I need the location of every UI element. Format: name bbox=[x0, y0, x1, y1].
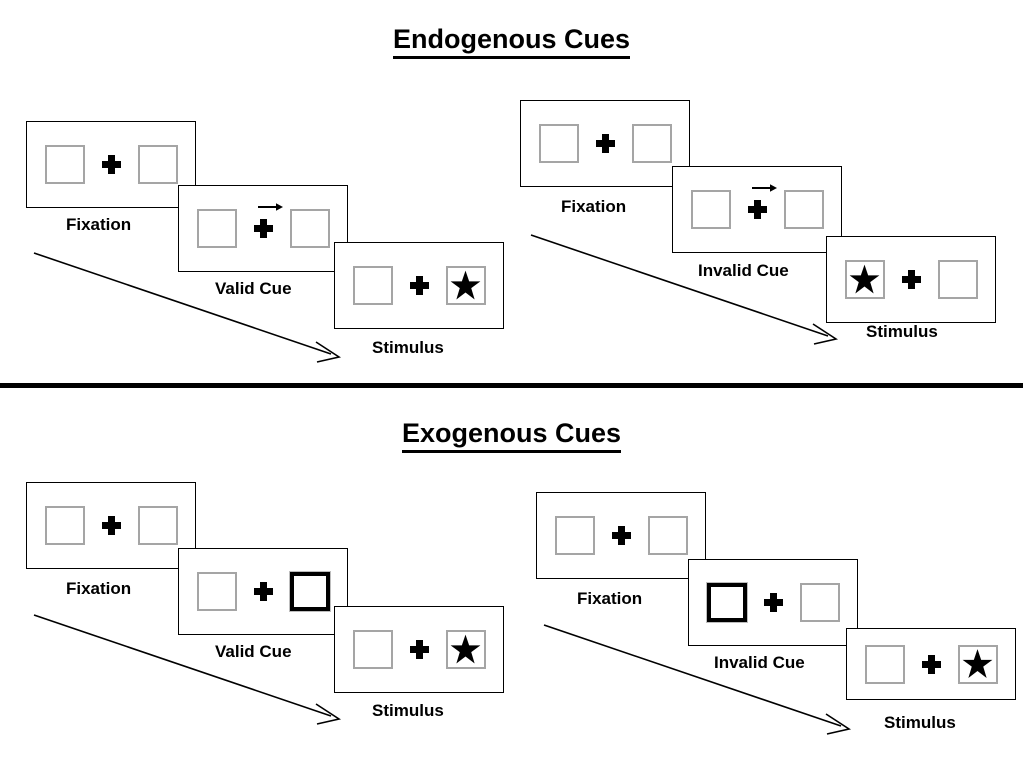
right-target-box-cued[interactable] bbox=[288, 571, 331, 612]
center-cue-holder bbox=[921, 654, 941, 674]
caption-exogenous-valid-fixation: Fixation bbox=[66, 579, 132, 598]
right-target-box[interactable] bbox=[783, 190, 824, 229]
center-cue-holder bbox=[595, 134, 615, 153]
center-cue-holder bbox=[253, 203, 283, 238]
center-cue-holder bbox=[901, 270, 921, 289]
star-stimulus-icon bbox=[962, 649, 993, 678]
right-target-box[interactable] bbox=[445, 266, 486, 305]
left-target-box[interactable] bbox=[538, 124, 579, 163]
star-stimulus-icon bbox=[450, 270, 481, 300]
panel-endogenous-valid-fixation[interactable] bbox=[26, 121, 196, 208]
caption-endogenous-invalid-stimulus: Stimulus bbox=[866, 322, 938, 341]
caption-exogenous-valid-cue: Valid Cue bbox=[215, 642, 292, 661]
panel-content bbox=[196, 571, 331, 612]
right-target-box[interactable] bbox=[445, 630, 486, 669]
left-target-box[interactable] bbox=[352, 630, 393, 669]
panel-content bbox=[864, 644, 998, 684]
panel-content bbox=[844, 260, 978, 299]
left-target-box[interactable] bbox=[690, 190, 731, 229]
caption-exogenous-valid-stimulus: Stimulus bbox=[372, 701, 444, 720]
panel-content bbox=[538, 124, 672, 163]
panel-exogenous-valid-stimulus[interactable] bbox=[334, 606, 504, 693]
panel-exogenous-invalid-fixation[interactable] bbox=[536, 492, 706, 579]
right-target-box[interactable] bbox=[289, 209, 330, 248]
center-cue-holder bbox=[101, 516, 121, 535]
panel-content bbox=[352, 630, 486, 669]
left-target-box[interactable] bbox=[196, 572, 237, 611]
caption-endogenous-valid-cue: Valid Cue bbox=[215, 279, 292, 298]
fixation-cross-icon bbox=[409, 276, 429, 295]
panel-endogenous-invalid-fixation[interactable] bbox=[520, 100, 690, 187]
panel-exogenous-valid-fixation[interactable] bbox=[26, 482, 196, 569]
panel-content bbox=[690, 184, 824, 229]
left-target-box[interactable] bbox=[864, 644, 905, 684]
right-target-box[interactable] bbox=[631, 124, 672, 163]
panel-endogenous-valid-stimulus[interactable] bbox=[334, 242, 504, 329]
page-title-endogenous: Endogenous Cues bbox=[0, 24, 1023, 59]
section-divider bbox=[0, 383, 1023, 388]
fixation-cross-icon bbox=[611, 526, 631, 545]
panel-exogenous-valid-cue[interactable] bbox=[178, 548, 348, 635]
cue-arrow-right-icon bbox=[751, 184, 777, 192]
panel-endogenous-valid-cue[interactable] bbox=[178, 185, 348, 272]
left-target-box[interactable] bbox=[554, 516, 595, 555]
right-target-box[interactable] bbox=[137, 506, 178, 545]
fixation-cross-icon bbox=[595, 134, 615, 153]
fixation-cross-icon bbox=[253, 219, 273, 238]
fixation-cross-icon bbox=[747, 200, 767, 219]
caption-exogenous-invalid-cue: Invalid Cue bbox=[714, 653, 805, 672]
center-cue-holder bbox=[763, 593, 783, 612]
fixation-cross-icon bbox=[921, 654, 941, 674]
fixation-cross-icon bbox=[253, 582, 273, 601]
panel-content bbox=[352, 266, 486, 305]
center-cue-holder bbox=[409, 276, 429, 295]
panel-content bbox=[44, 145, 178, 184]
fixation-cross-icon bbox=[101, 155, 121, 174]
right-target-box[interactable] bbox=[957, 644, 998, 684]
caption-endogenous-invalid-fixation: Fixation bbox=[561, 197, 627, 216]
panel-exogenous-invalid-stimulus[interactable] bbox=[846, 628, 1016, 700]
right-target-box[interactable] bbox=[937, 260, 978, 299]
right-target-box[interactable] bbox=[799, 583, 840, 622]
caption-exogenous-invalid-stimulus: Stimulus bbox=[884, 713, 956, 732]
panel-content bbox=[44, 506, 178, 545]
left-target-box[interactable] bbox=[196, 209, 237, 248]
caption-endogenous-invalid-cue: Invalid Cue bbox=[698, 261, 789, 280]
fixation-cross-icon bbox=[763, 593, 783, 612]
left-target-box-cued[interactable] bbox=[705, 582, 748, 623]
center-cue-holder bbox=[747, 184, 777, 219]
page-title-endogenous-text: Endogenous Cues bbox=[392, 24, 630, 59]
right-target-box[interactable] bbox=[137, 145, 178, 184]
fixation-cross-icon bbox=[901, 270, 921, 289]
page-title-exogenous: Exogenous Cues bbox=[0, 418, 1023, 453]
center-cue-holder bbox=[101, 155, 121, 174]
left-target-box[interactable] bbox=[44, 145, 85, 184]
panel-endogenous-invalid-stimulus[interactable] bbox=[826, 236, 996, 323]
panel-content bbox=[554, 516, 688, 555]
left-target-box[interactable] bbox=[44, 506, 85, 545]
center-cue-holder bbox=[253, 582, 273, 601]
left-target-box[interactable] bbox=[844, 260, 885, 299]
fixation-cross-icon bbox=[101, 516, 121, 535]
caption-exogenous-invalid-fixation: Fixation bbox=[577, 589, 643, 608]
caption-endogenous-valid-stimulus: Stimulus bbox=[372, 338, 444, 357]
star-stimulus-icon bbox=[450, 634, 481, 664]
right-target-box[interactable] bbox=[647, 516, 688, 555]
panel-endogenous-invalid-cue[interactable] bbox=[672, 166, 842, 253]
caption-endogenous-valid-fixation: Fixation bbox=[66, 215, 132, 234]
page-title-exogenous-text: Exogenous Cues bbox=[401, 418, 622, 453]
star-stimulus-icon bbox=[849, 264, 880, 294]
fixation-cross-icon bbox=[409, 640, 429, 659]
cue-arrow-right-icon bbox=[257, 203, 283, 211]
left-target-box[interactable] bbox=[352, 266, 393, 305]
panel-exogenous-invalid-cue[interactable] bbox=[688, 559, 858, 646]
center-cue-holder bbox=[409, 640, 429, 659]
center-cue-holder bbox=[611, 526, 631, 545]
panel-content bbox=[705, 582, 840, 623]
panel-content bbox=[196, 203, 330, 248]
